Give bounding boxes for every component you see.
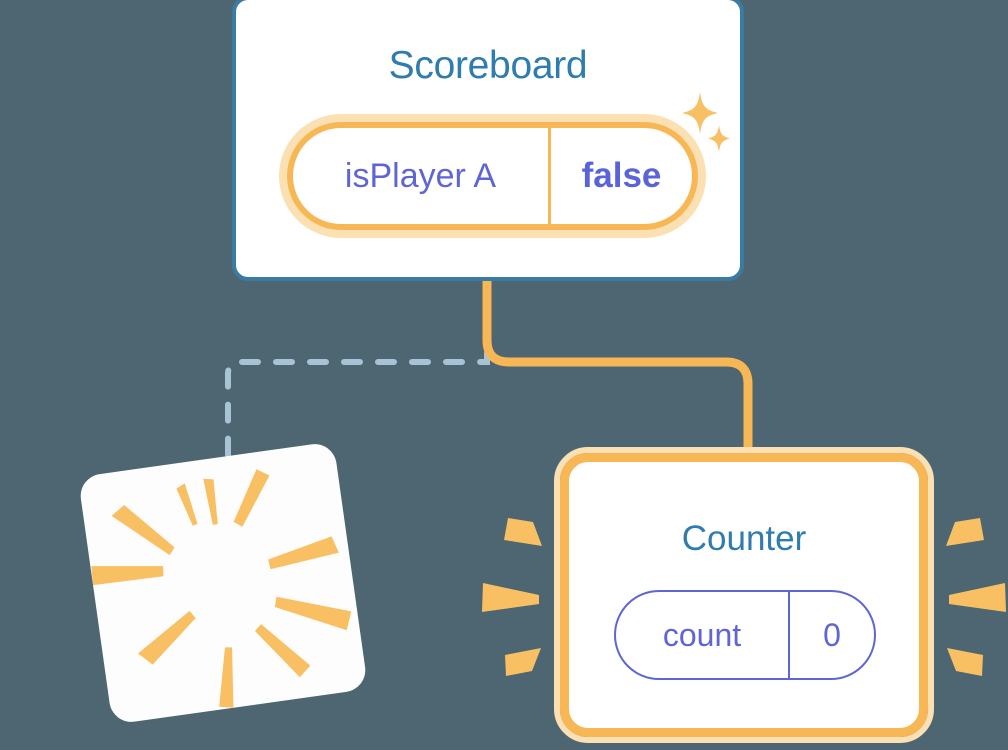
counter-ray-left-bottom xyxy=(505,648,541,676)
counter-ray-left-top xyxy=(504,518,542,546)
counter-state-key: count xyxy=(662,616,742,653)
scoreboard-pill-divider xyxy=(548,128,551,224)
flash-ray-9 xyxy=(111,504,175,556)
counter-ray-right-mid xyxy=(949,583,1006,612)
flash-ray-4 xyxy=(274,596,352,631)
scoreboard-title: Scoreboard xyxy=(388,44,588,87)
scoreboard-card[interactable]: Scoreboard isPlayer A false xyxy=(232,0,744,281)
scoreboard-state-pill[interactable]: isPlayer A false xyxy=(287,122,698,230)
counter-ray-left-mid xyxy=(482,583,539,612)
flash-ray-7 xyxy=(137,610,196,665)
flash-ray-1 xyxy=(203,478,218,525)
counter-ray-right-top xyxy=(946,518,984,546)
counter-card[interactable]: Counter count 0 xyxy=(560,453,928,737)
counter-pill-divider xyxy=(788,592,790,678)
sparkle-group xyxy=(682,92,730,152)
flash-ray-8 xyxy=(91,566,164,586)
sparkle-small-icon xyxy=(708,125,730,152)
counter-card-highlight-halo xyxy=(554,447,934,743)
connector-scoreboard-to-counter xyxy=(482,276,753,467)
scoreboard-state-value: false xyxy=(581,156,662,195)
counter-title: Counter xyxy=(681,519,807,558)
flash-ray-5 xyxy=(254,624,311,678)
sparkle-large-icon xyxy=(682,92,718,134)
counter-state-pill[interactable]: count 0 xyxy=(614,590,876,680)
flash-card-burst-rays xyxy=(91,469,352,708)
counter-state-value: 0 xyxy=(823,616,841,653)
flash-ray-10 xyxy=(176,483,198,526)
flash-ray-3 xyxy=(268,536,339,570)
flash-ray-6 xyxy=(219,647,234,708)
flash-card[interactable] xyxy=(77,441,369,725)
connector-scoreboard-to-flash-card xyxy=(225,282,490,479)
counter-ray-right-bottom xyxy=(947,648,983,676)
flash-ray-2 xyxy=(233,469,270,527)
scoreboard-state-key: isPlayer A xyxy=(344,156,497,195)
scoreboard-pill-highlight-glow xyxy=(279,114,706,238)
